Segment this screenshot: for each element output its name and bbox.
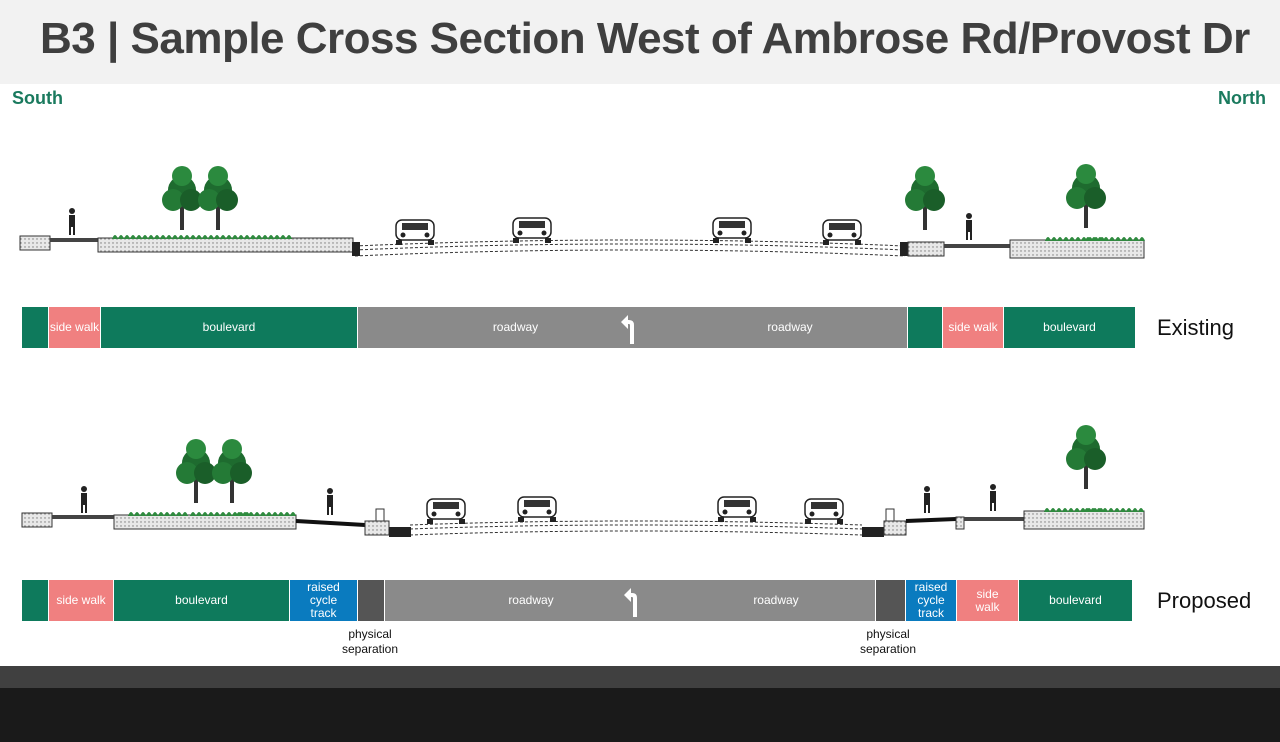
proposed-cycle-track-north: raised cycle track (906, 580, 956, 621)
cyclist-icon (327, 488, 333, 515)
car-icon (717, 496, 757, 523)
proposed-roadway-2: roadway (677, 580, 875, 621)
car-icon (822, 219, 862, 246)
existing-boulevard-north: boulevard (1004, 307, 1135, 348)
pedestrian-icon (966, 213, 972, 240)
existing-boulevard-south-edge (22, 307, 48, 348)
proposed-separation-north (876, 580, 905, 621)
direction-south-label: South (12, 88, 63, 108)
tree-icon (162, 166, 202, 230)
proposed-boulevard-north: boulevard (1019, 580, 1132, 621)
direction-north-label: North (1218, 88, 1266, 108)
car-icon (395, 219, 435, 246)
footer-black (0, 688, 1280, 742)
tree-icon (905, 166, 945, 230)
proposed-cross-section-drawing (21, 425, 1145, 537)
title-bar (0, 0, 1280, 84)
existing-row-label: Existing (1157, 315, 1235, 340)
pedestrian-icon (81, 486, 87, 513)
left-turn-arrow-icon (621, 315, 634, 344)
footer-bar (0, 666, 1280, 688)
proposed-sidewalk-north: side walk (957, 580, 1018, 621)
tree-icon (1066, 425, 1106, 489)
existing-boulevard-north-edge (908, 307, 942, 348)
pedestrian-icon (69, 208, 75, 235)
pedestrian-icon (990, 484, 996, 511)
tree-icon (1066, 164, 1106, 228)
left-turn-arrow-icon (624, 588, 637, 617)
existing-sidewalk-south: side walk (49, 307, 100, 348)
car-icon (517, 496, 557, 523)
existing-sidewalk-north: side walk (943, 307, 1003, 348)
proposed-boulevard-south: boulevard (114, 580, 289, 621)
proposed-row-label: Proposed (1157, 588, 1252, 613)
proposed-roadway-1: roadway (385, 580, 677, 621)
existing-roadway-1: roadway (358, 307, 673, 348)
proposed-sidewalk-south: side walk (49, 580, 113, 621)
physical-separation-label-north: physical separation (859, 627, 917, 656)
cyclist-icon (924, 486, 930, 513)
car-icon (426, 498, 466, 525)
existing-cross-section-drawing (19, 164, 1145, 259)
car-icon (512, 217, 552, 244)
car-icon (804, 498, 844, 525)
existing-boulevard-south: boulevard (101, 307, 357, 348)
tree-icon (212, 439, 252, 503)
tree-icon (198, 166, 238, 230)
physical-separation-label-south: physical separation (341, 627, 399, 656)
existing-roadway-2: roadway (673, 307, 907, 348)
tree-icon (176, 439, 216, 503)
proposed-cycle-track-south: raised cycle track (290, 580, 357, 621)
page-title: B3 | Sample Cross Section West of Ambros… (40, 14, 1250, 63)
car-icon (712, 217, 752, 244)
proposed-boulevard-south-edge (22, 580, 48, 621)
proposed-separation-south (358, 580, 384, 621)
